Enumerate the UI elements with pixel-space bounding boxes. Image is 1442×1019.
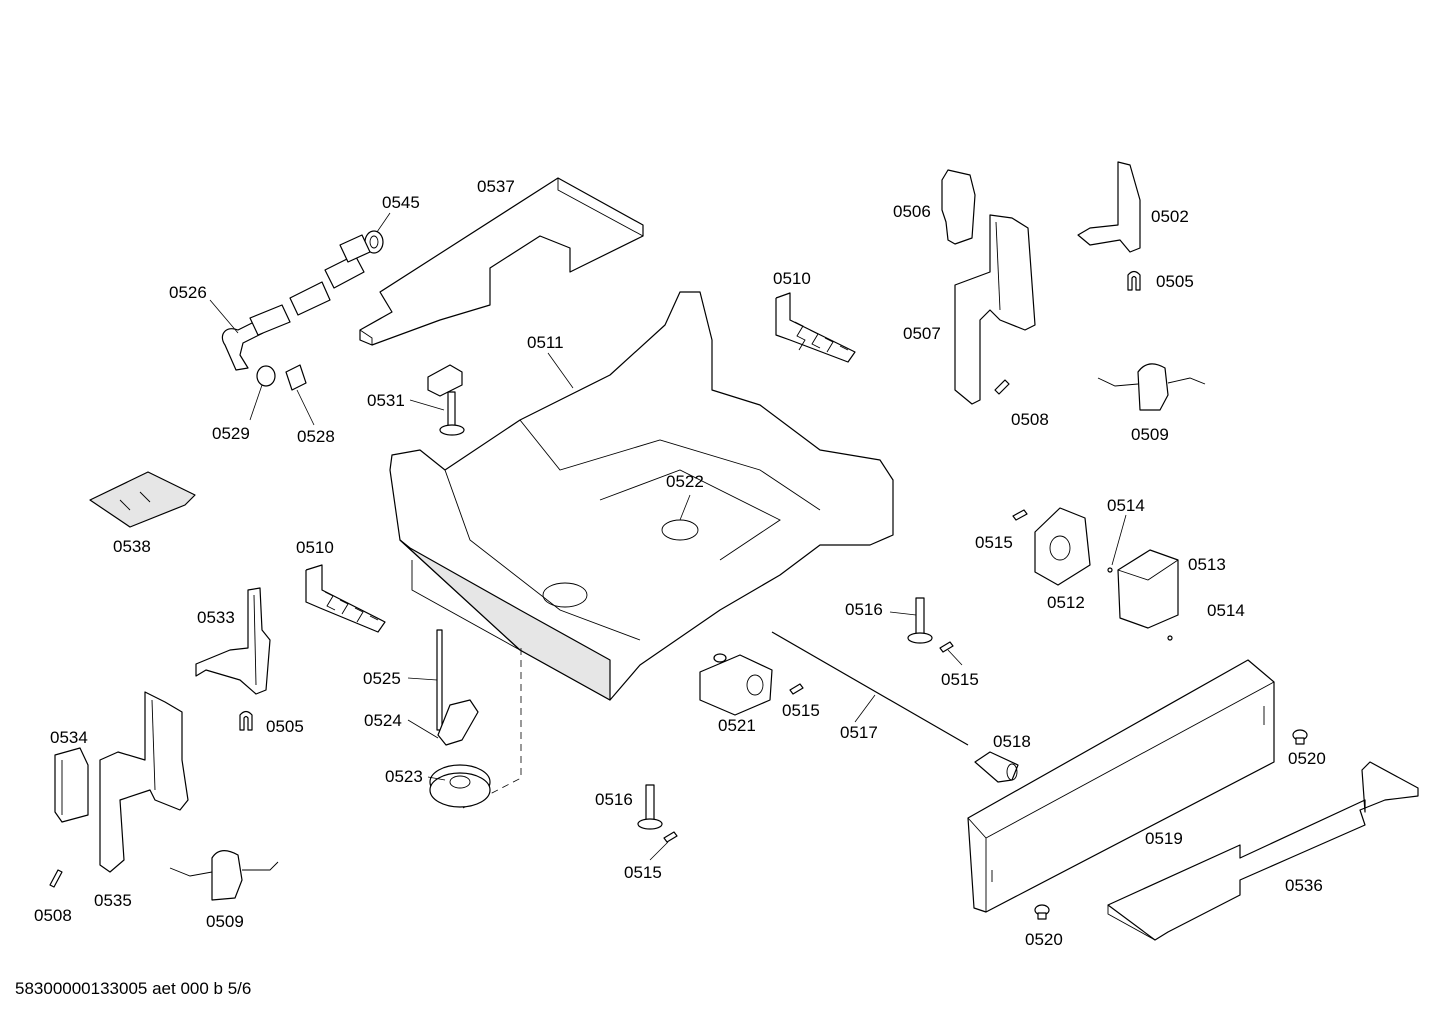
label-0514-upper: 0514 — [1107, 496, 1145, 515]
part-0520-screw-a — [1292, 729, 1308, 745]
label-0521: 0521 — [718, 716, 756, 735]
label-0516-lower: 0516 — [595, 790, 633, 809]
label-0511: 0511 — [527, 333, 564, 352]
label-0516-upper: 0516 — [845, 600, 883, 619]
label-0509-right: 0509 — [1131, 425, 1169, 444]
part-0529-hose-clip — [249, 365, 276, 421]
label-0538: 0538 — [113, 537, 151, 556]
label-0517: 0517 — [840, 723, 878, 742]
label-0515-lower: 0515 — [624, 863, 662, 882]
label-0515-upper: 0515 — [975, 533, 1013, 552]
label-0510-lower: 0510 — [296, 538, 334, 557]
part-0512-holder — [1034, 507, 1091, 586]
part-0533-bracket — [195, 587, 271, 695]
part-0531-foot — [409, 364, 465, 436]
label-0529: 0529 — [212, 424, 250, 443]
part-0516-foot-a — [889, 597, 933, 644]
part-0523-cap — [427, 764, 491, 808]
part-0528-clip — [285, 364, 315, 426]
label-0526: 0526 — [169, 283, 207, 302]
part-0525-rod — [407, 629, 443, 731]
label-0515-mid: 0515 — [941, 670, 979, 689]
label-0513: 0513 — [1188, 555, 1226, 574]
part-0502-bracket — [1077, 161, 1141, 253]
label-0508-left: 0508 — [34, 906, 72, 925]
part-0513-cover — [1117, 549, 1179, 629]
label-0509-left: 0509 — [206, 912, 244, 931]
part-0524-sensor — [407, 699, 479, 746]
label-0522: 0522 — [666, 472, 704, 491]
part-0536-strip — [1107, 761, 1419, 941]
part-0515-screw-c — [789, 683, 804, 695]
part-0534-bracket — [54, 747, 89, 823]
label-0519: 0519 — [1145, 829, 1183, 848]
part-0545-clamp — [364, 212, 391, 254]
label-0537: 0537 — [477, 177, 515, 196]
label-0510-upper: 0510 — [773, 269, 811, 288]
label-0512: 0512 — [1047, 593, 1085, 612]
part-0538-accessory-bag — [89, 471, 196, 528]
part-0515-screw-a — [1012, 509, 1028, 521]
label-0507: 0507 — [903, 324, 941, 343]
label-0520-right: 0520 — [1288, 749, 1326, 768]
part-0505-clip-right — [1127, 270, 1141, 291]
label-0515-valve: 0515 — [782, 701, 820, 720]
part-0517-rod — [771, 631, 969, 746]
label-0505-left: 0505 — [266, 717, 304, 736]
part-0507-bracket — [954, 214, 1036, 405]
part-0510-spring-lower — [305, 564, 386, 633]
label-0505-right: 0505 — [1156, 272, 1194, 291]
part-0520-screw-b — [1034, 904, 1050, 920]
label-0535: 0535 — [94, 891, 132, 910]
part-0518-knob — [974, 751, 1019, 783]
label-0528: 0528 — [297, 427, 335, 446]
part-0526-hose — [209, 234, 371, 371]
label-0518: 0518 — [993, 732, 1031, 751]
label-0534: 0534 — [50, 728, 88, 747]
part-0537-cover-plate — [359, 177, 644, 346]
part-0521-valve — [699, 653, 773, 716]
label-0531: 0531 — [367, 391, 405, 410]
drawing-number: 58300000133005 aet 000 b 5/6 — [15, 979, 252, 998]
label-0524: 0524 — [364, 711, 402, 730]
label-0536: 0536 — [1285, 876, 1323, 895]
label-0506: 0506 — [893, 202, 931, 221]
part-0509-switch-left — [169, 850, 279, 901]
label-0533: 0533 — [197, 608, 235, 627]
part-0509-switch-right — [1097, 363, 1206, 411]
label-0502: 0502 — [1151, 207, 1189, 226]
part-0510-spring-upper — [775, 292, 856, 363]
part-0506-bracket — [941, 169, 976, 245]
label-0545: 0545 — [382, 193, 420, 212]
part-0515-screw-d — [649, 831, 678, 861]
part-0515-screw-b — [939, 641, 963, 666]
part-0505-clip-left — [239, 710, 253, 731]
label-0514-lower: 0514 — [1207, 601, 1245, 620]
label-0508-right: 0508 — [1011, 410, 1049, 429]
part-0535-bracket — [99, 691, 189, 873]
part-0508-screw-left — [49, 869, 63, 888]
label-0523: 0523 — [385, 767, 423, 786]
part-0514-screw-a — [1107, 514, 1127, 573]
label-0520-lower: 0520 — [1025, 930, 1063, 949]
part-0514-screw-b — [1167, 635, 1173, 641]
part-0516-foot-b — [637, 784, 663, 830]
part-0508-screw-right — [994, 379, 1010, 395]
label-0525: 0525 — [363, 669, 401, 688]
part-0519-kick-plate — [967, 659, 1275, 913]
